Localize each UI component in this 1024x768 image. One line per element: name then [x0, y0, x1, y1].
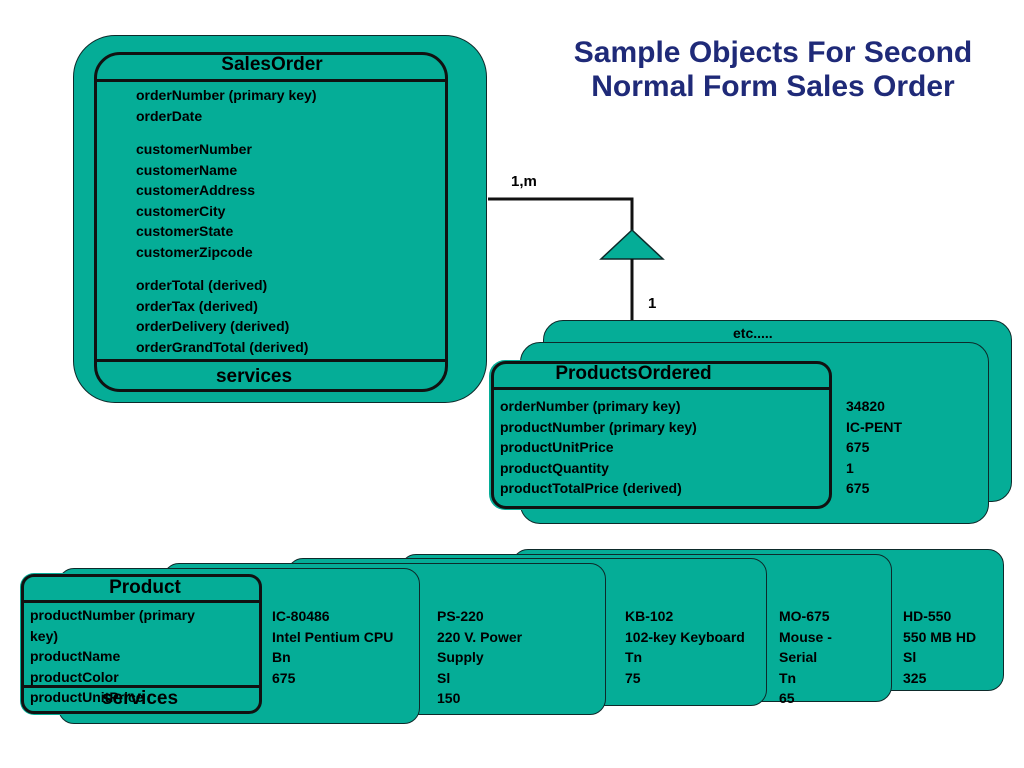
products-ordered-attr: productUnitPrice	[500, 439, 614, 455]
products-ordered-value: 675	[846, 439, 870, 455]
sales-order-attr: customerName	[136, 161, 238, 178]
products-ordered-value: IC-PENT	[846, 418, 902, 435]
sales-order-attr: customerCity	[136, 202, 226, 219]
sales-order-attrs-2: customerNumber customerName customerAddr…	[136, 139, 255, 262]
products-ordered-attr: productTotalPrice (derived)	[500, 480, 682, 496]
sales-order-attr: orderDelivery (derived)	[136, 318, 290, 334]
product-instance-value: 102-key Keyboard	[625, 628, 745, 645]
product-instance-value: Mouse -	[779, 628, 832, 645]
sales-order-attrs-3: orderTotal (derived) orderTax (derived) …	[136, 275, 308, 357]
products-ordered-attrs: orderNumber (primary key) productNumber …	[500, 396, 697, 499]
product-services-divider	[22, 685, 261, 688]
products-ordered-attr: productNumber (primary key)	[500, 418, 697, 435]
products-ordered-attr: productQuantity	[500, 459, 609, 476]
aggregation-triangle	[599, 228, 665, 260]
sales-order-attr: customerZipcode	[136, 243, 253, 260]
sales-order-attr: orderDate	[136, 107, 203, 124]
sales-order-services-divider	[95, 359, 447, 362]
product-instance-values-4: MO-675 Mouse - Serial Tn 65	[779, 606, 832, 709]
products-ordered-value: 1	[846, 459, 854, 476]
products-ordered-object	[489, 360, 834, 510]
sales-order-attr: customerAddress	[136, 182, 256, 198]
products-ordered-value: 34820	[846, 398, 885, 414]
product-instance-value: Tn	[625, 649, 643, 665]
sales-order-attr: orderNumber (primary key)	[136, 87, 317, 103]
products-ordered-value: 675	[846, 480, 870, 496]
product-instance-value: 75	[625, 669, 641, 686]
product-attr: productUnitPrice	[30, 689, 144, 705]
slide-title-line-2: Normal Form Sales Order	[591, 70, 955, 103]
product-instance-value: Serial	[779, 649, 818, 665]
sales-order-attr: customerNumber	[136, 141, 252, 157]
sales-order-class-name: SalesOrder	[221, 54, 323, 75]
product-attr: productColor	[30, 668, 119, 685]
product-class-frame	[21, 574, 262, 714]
sales-order-header-divider	[95, 79, 447, 82]
sales-order-object	[73, 35, 487, 403]
product-services-label: services	[101, 688, 179, 709]
product-instance-value: 675	[272, 669, 296, 686]
product-instance-value: Intel Pentium CPU	[272, 628, 394, 645]
product-instance-value: IC-80486	[272, 608, 330, 624]
sales-order-attr: orderTotal (derived)	[136, 277, 268, 293]
product-instance-value: Bn	[272, 649, 291, 665]
product-instance-value: Tn	[779, 669, 797, 686]
products-ordered-header-divider	[492, 387, 831, 390]
products-ordered-etc-label: etc.....	[733, 325, 773, 341]
sales-order-services-label: services	[215, 366, 293, 387]
sales-order-attr: orderTax (derived)	[136, 297, 258, 314]
product-instance-value: MO-675	[779, 608, 830, 624]
product-class-name: Product	[109, 577, 181, 598]
product-instance-values-3: KB-102 102-key Keyboard Tn 75	[625, 606, 745, 688]
slide-title-line-1: Sample Objects For Second	[573, 36, 973, 69]
product-attr: productName	[30, 648, 121, 664]
product-header-divider	[22, 600, 261, 603]
product-instance-value: 65	[779, 690, 795, 706]
product-instance-value: PS-220	[437, 608, 484, 624]
products-ordered-attr: orderNumber (primary key)	[500, 398, 681, 414]
relationship-connector	[488, 197, 665, 345]
multiplicity-one-label: 1	[648, 295, 657, 312]
product-instance-values-1: IC-80486 Intel Pentium CPU Bn 675	[272, 606, 393, 688]
product-instance-value: HD-550	[903, 608, 952, 624]
products-ordered-class-frame	[491, 361, 832, 509]
product-attr: key)	[30, 627, 59, 644]
sales-order-attr: orderGrandTotal (derived)	[136, 338, 309, 355]
products-ordered-values: 34820 IC-PENT 675 1 675	[846, 396, 902, 499]
product-instance-value: Sl	[437, 669, 451, 686]
product-instance-value: 550 MB HD	[903, 628, 977, 645]
product-instance-value: Sl	[903, 649, 917, 665]
product-instance-values-5: HD-550 550 MB HD Sl 325	[903, 606, 976, 688]
multiplicity-many-label: 1,m	[511, 173, 537, 190]
product-attr: productNumber (primary	[30, 607, 195, 623]
sales-order-attr: customerState	[136, 223, 234, 239]
product-instance-values-2: PS-220 220 V. Power Supply Sl 150	[437, 606, 522, 709]
product-instance-value: 220 V. Power	[437, 628, 523, 645]
sales-order-class-frame	[94, 52, 448, 392]
product-object	[20, 573, 264, 715]
product-instance-value: KB-102	[625, 608, 674, 624]
product-instance-value: 150	[437, 690, 461, 706]
sales-order-attrs-1: orderNumber (primary key) orderDate	[136, 85, 317, 126]
product-attrs: productNumber (primary key) productName …	[30, 605, 195, 708]
products-ordered-class-name: ProductsOrdered	[555, 363, 712, 384]
slide-title: Sample Objects For Second Normal Form Sa…	[530, 36, 1016, 104]
connector-line-top	[488, 197, 634, 234]
product-instance-value: 325	[903, 669, 927, 686]
product-instance-value: Supply	[437, 649, 484, 665]
